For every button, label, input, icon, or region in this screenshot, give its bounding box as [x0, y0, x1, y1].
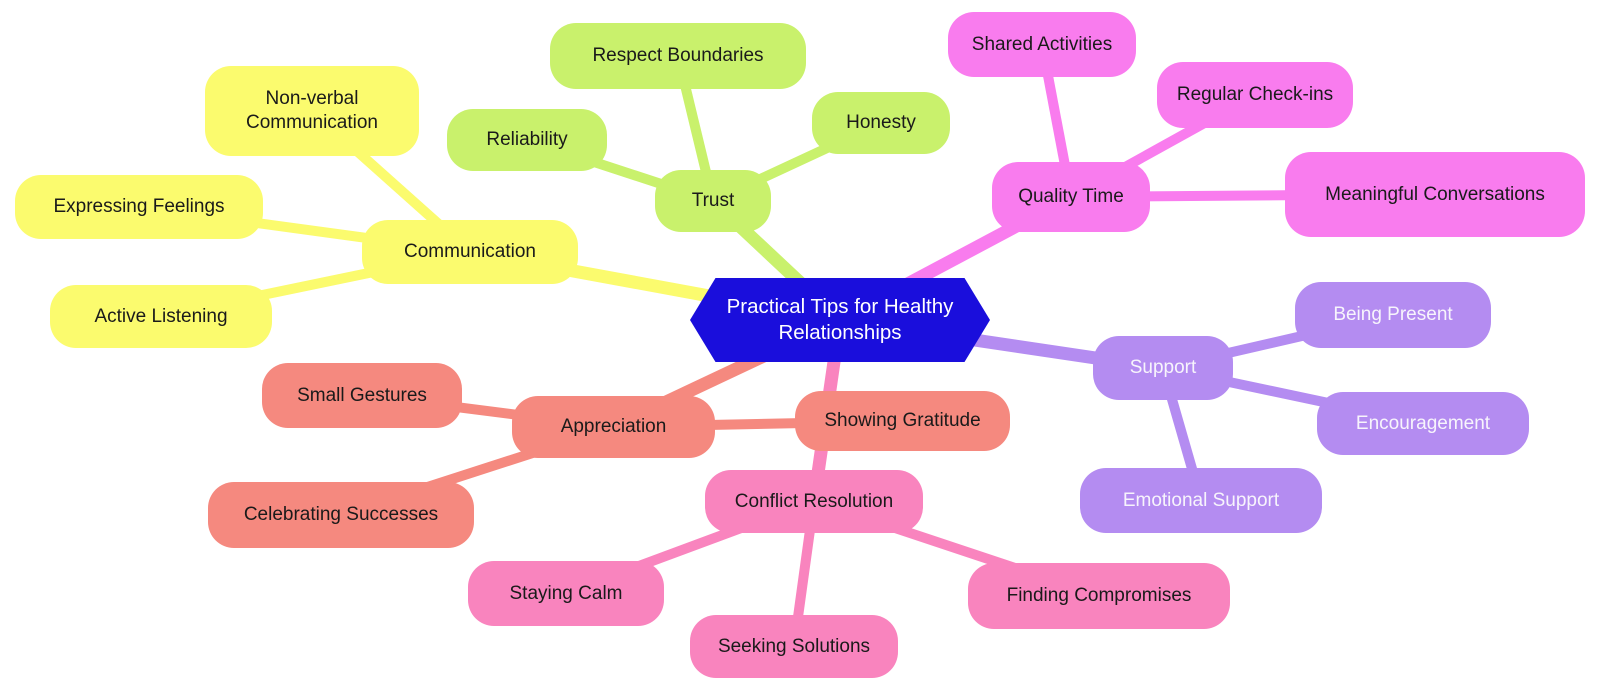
- node-small-gestures: Small Gestures: [262, 363, 462, 428]
- node-celebrating-successes: Celebrating Successes: [208, 482, 474, 548]
- node-shared-activities: Shared Activities: [948, 12, 1136, 77]
- node-expressing-feelings: Expressing Feelings: [15, 175, 263, 239]
- root-node: Practical Tips for Healthy Relationships: [690, 278, 990, 362]
- node-encouragement: Encouragement: [1317, 392, 1529, 455]
- node-finding-compromises: Finding Compromises: [968, 563, 1230, 629]
- node-communication: Communication: [362, 220, 578, 284]
- node-reliability: Reliability: [447, 109, 607, 171]
- node-regular-checkins: Regular Check-ins: [1157, 62, 1353, 128]
- node-nonverbal-communication: Non-verbal Communication: [205, 66, 419, 156]
- node-respect-boundaries: Respect Boundaries: [550, 23, 806, 89]
- node-staying-calm: Staying Calm: [468, 561, 664, 626]
- node-trust: Trust: [655, 170, 771, 232]
- node-being-present: Being Present: [1295, 282, 1491, 348]
- node-seeking-solutions: Seeking Solutions: [690, 615, 898, 678]
- node-conflict-resolution: Conflict Resolution: [705, 470, 923, 533]
- node-appreciation: Appreciation: [512, 396, 715, 458]
- node-showing-gratitude: Showing Gratitude: [795, 391, 1010, 451]
- node-quality-time: Quality Time: [992, 162, 1150, 232]
- node-meaningful-conversations: Meaningful Conversations: [1285, 152, 1585, 237]
- node-emotional-support: Emotional Support: [1080, 468, 1322, 533]
- node-support: Support: [1093, 336, 1233, 400]
- node-honesty: Honesty: [812, 92, 950, 154]
- node-active-listening: Active Listening: [50, 285, 272, 348]
